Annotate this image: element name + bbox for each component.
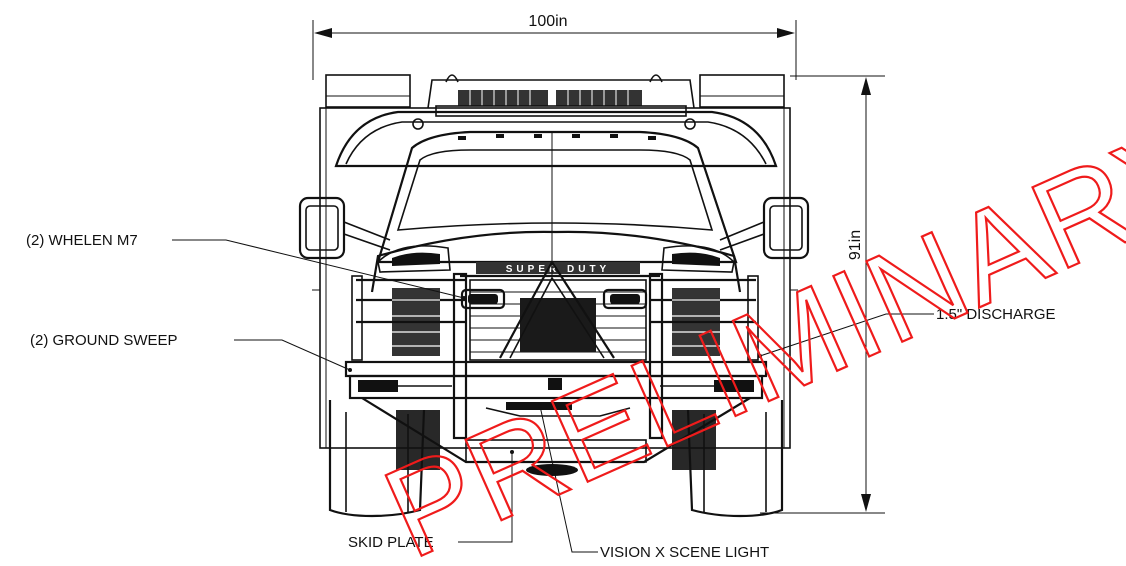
skid-plate-label: SKID PLATE <box>348 534 434 551</box>
right-mirror <box>719 196 810 260</box>
whelen-m7-label: (2) WHELEN M7 <box>26 232 138 249</box>
discharge-label: 1.5" DISCHARGE <box>936 306 1056 323</box>
height-dimension: 91in <box>760 75 885 514</box>
callout-discharge: 1.5" DISCHARGE <box>758 306 1056 358</box>
vision-x-scene-light-label: VISION X SCENE LIGHT <box>600 544 769 561</box>
width-dimension-label: 100in <box>528 13 567 30</box>
left-headlight <box>377 245 451 273</box>
whelen-m7-right <box>602 288 648 310</box>
preliminary-watermark: PRELIMINARY <box>365 94 1126 566</box>
left-tire <box>328 400 440 518</box>
callout-ground-sweep: (2) GROUND SWEEP <box>30 332 352 372</box>
whelen-m7-left <box>460 288 506 310</box>
right-tire <box>672 400 784 518</box>
width-dimension: 100in <box>312 13 797 80</box>
callout-vision-x-scene-light: VISION X SCENE LIGHT <box>538 404 769 561</box>
callout-skid-plate: SKID PLATE <box>348 450 514 551</box>
roof-light-bar <box>427 74 695 117</box>
callout-whelen-m7: (2) WHELEN M7 <box>26 232 466 300</box>
front-bumper <box>344 360 768 400</box>
truck-outline: SUPER DUTY <box>298 74 810 518</box>
height-dimension-label: 91in <box>847 230 864 260</box>
ground-sweep-label: (2) GROUND SWEEP <box>30 332 178 349</box>
left-mirror <box>298 196 391 260</box>
right-headlight <box>661 245 735 273</box>
